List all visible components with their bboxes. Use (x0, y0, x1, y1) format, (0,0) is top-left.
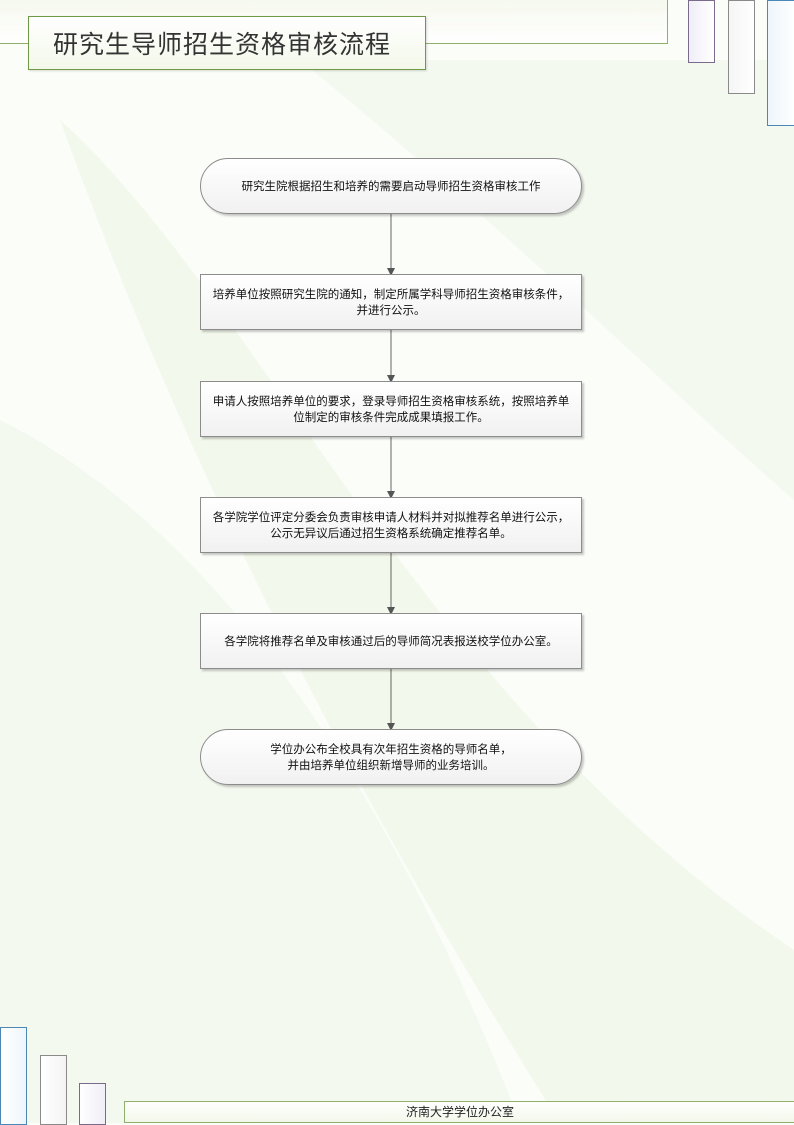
page-title: 研究生导师招生资格审核流程 (28, 16, 426, 70)
decorative-bar-purple-top (688, 0, 715, 63)
flow-step-4: 各学院学位评定分委会负责审核申请人材料并对拟推荐名单进行公示，公示无异议后通过招… (200, 497, 582, 553)
flow-step-end: 学位办公布全校具有次年招生资格的导师名单， 并由培养单位组织新增导师的业务培训。 (200, 729, 582, 785)
decorative-bar-blue-bottom (0, 1027, 27, 1125)
flow-step-2: 培养单位按照研究生院的通知，制定所属学科导师招生资格审核条件，并进行公示。 (200, 274, 582, 330)
flow-step-3: 申请人按照培养单位的要求，登录导师招生资格审核系统，按照培养单位制定的审核条件完… (200, 381, 582, 437)
decorative-bar-blue-top (767, 0, 794, 126)
flow-step-5: 各学院将推荐名单及审核通过后的导师简况表报送校学位办公室。 (200, 613, 582, 669)
decorative-bar-gray-bottom (40, 1055, 67, 1125)
decorative-bar-purple-bottom (79, 1083, 106, 1125)
decorative-bar-gray-top (728, 0, 755, 94)
footer-label: 济南大学学位办公室 (124, 1101, 794, 1123)
flow-step-start: 研究生院根据招生和培养的需要启动导师招生资格审核工作 (200, 158, 582, 214)
